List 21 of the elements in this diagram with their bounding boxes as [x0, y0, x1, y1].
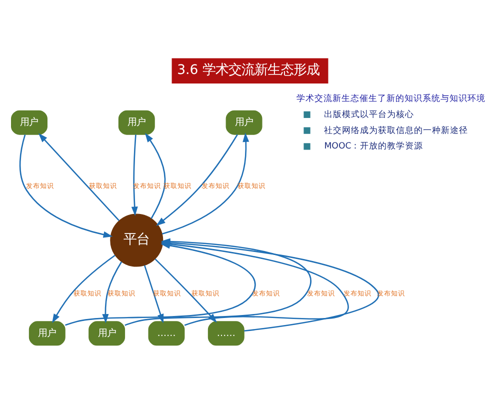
label: 学术交流新生态催生了新的知识系统与知识环境 — [296, 93, 486, 104]
node-box: 用户 — [88, 320, 126, 346]
node-box: 用户 — [226, 110, 262, 134]
arrow — [162, 132, 250, 234]
arrow — [102, 260, 122, 323]
node-box: …… — [208, 320, 244, 346]
label: 社交网络成为获取信息的一种新途径 — [324, 125, 468, 136]
node-box: 用户 — [28, 320, 66, 346]
arrow — [144, 132, 166, 218]
arrow — [19, 134, 113, 238]
label: 出版模式以平台为核心 — [324, 109, 414, 120]
arrow — [52, 254, 116, 323]
arrow — [131, 134, 138, 216]
diagram-title: 3.6 学术交流新生态形成 — [177, 62, 320, 78]
arrow — [38, 132, 120, 220]
node-circle: 平台 — [110, 213, 164, 266]
label: MOOC：开放的教学资源 — [324, 141, 424, 152]
node-box: 用户 — [118, 110, 155, 134]
arrow — [156, 134, 238, 226]
node-box: …… — [148, 320, 185, 346]
node-box: 用户 — [11, 110, 48, 134]
